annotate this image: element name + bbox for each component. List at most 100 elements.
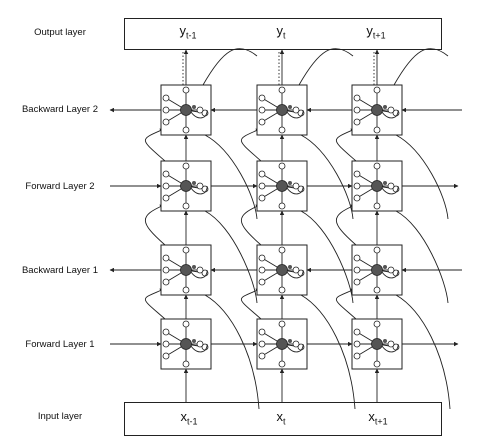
- gate-node: [258, 266, 266, 274]
- gate-node: [353, 340, 361, 348]
- skip-arc-left-b1-2: [336, 204, 357, 246]
- lstm-cell-backward1-1: [256, 244, 308, 296]
- gate-node: [353, 352, 361, 360]
- gate-node: [258, 118, 266, 126]
- skip-arc-left-f2-0: [145, 128, 166, 162]
- forward-layer-2-label: Forward Layer 2: [25, 181, 95, 192]
- skip-arc-right-f2-2: [395, 210, 449, 304]
- memory-node: [180, 338, 192, 350]
- gate-node: [278, 286, 286, 294]
- lstm-cell-forward2-1: [256, 160, 308, 212]
- cell-loop: [190, 185, 208, 195]
- gate-node: [292, 340, 300, 348]
- output-layer-box: [124, 18, 442, 50]
- peephole-node: [192, 105, 196, 109]
- lstm-cell-forward2-0: [160, 160, 212, 212]
- gate-node: [196, 266, 204, 274]
- peephole-node: [383, 339, 387, 343]
- gate-node: [162, 340, 170, 348]
- gate-node: [258, 106, 266, 114]
- cell-loop: [286, 109, 304, 119]
- peephole-node: [288, 181, 292, 185]
- skip-arc-right-b2-0: [204, 134, 258, 220]
- gate-node: [258, 182, 266, 190]
- skip-arc-left-f2-1: [241, 128, 262, 162]
- gate-node: [353, 182, 361, 190]
- gate-node: [258, 254, 266, 262]
- backward-layer-1-label: Backward Layer 1: [21, 265, 99, 276]
- peephole-node: [192, 181, 196, 185]
- peephole-node: [288, 339, 292, 343]
- memory-node: [276, 338, 288, 350]
- lstm-cell-forward1-2: [351, 318, 403, 370]
- gate-node: [292, 266, 300, 274]
- output-layer-label: Output layer: [34, 27, 86, 38]
- output-symbol-0: yt-1: [179, 23, 197, 41]
- skip-arc-left-f1-0: [145, 288, 166, 320]
- gate-node: [373, 86, 381, 94]
- output-arc-0: [202, 48, 258, 86]
- skip-arc-left-b1-1: [241, 204, 262, 246]
- forward-layer-1-label: Forward Layer 1: [25, 339, 95, 350]
- peephole-node: [288, 265, 292, 269]
- gate-node: [387, 340, 395, 348]
- gate-node: [387, 106, 395, 114]
- output-symbol-1: yt: [276, 23, 286, 41]
- gate-node: [162, 194, 170, 202]
- gate-node: [373, 202, 381, 210]
- peephole-node: [383, 265, 387, 269]
- gate-node: [373, 360, 381, 368]
- gate-node: [196, 340, 204, 348]
- gate-node: [353, 266, 361, 274]
- gate-node: [162, 170, 170, 178]
- gate-node: [258, 194, 266, 202]
- gate-node: [182, 126, 190, 134]
- gate-node: [162, 352, 170, 360]
- input-symbol-0: xt-1: [180, 409, 198, 427]
- gate-node: [353, 94, 361, 102]
- gate-node: [373, 126, 381, 134]
- cell-loop: [381, 185, 399, 195]
- gate-node: [258, 170, 266, 178]
- skip-arc-left-f1-2: [336, 288, 357, 320]
- gate-node: [182, 360, 190, 368]
- memory-node: [371, 180, 383, 192]
- cell-loop: [190, 269, 208, 279]
- gate-node: [353, 278, 361, 286]
- gate-node: [373, 286, 381, 294]
- gate-node: [162, 182, 170, 190]
- lstm-cell-backward1-2: [351, 244, 403, 296]
- skip-arc-right-f2-0: [204, 210, 258, 304]
- gate-node: [258, 328, 266, 336]
- lstm-cell-backward2-0: [160, 84, 212, 136]
- cell-loop: [286, 269, 304, 279]
- memory-node: [276, 180, 288, 192]
- gate-node: [278, 246, 286, 254]
- gate-node: [292, 182, 300, 190]
- peephole-node: [192, 265, 196, 269]
- gate-node: [278, 320, 286, 328]
- memory-node: [180, 104, 192, 116]
- input-layer-label: Input layer: [37, 411, 83, 422]
- gate-node: [258, 94, 266, 102]
- lstm-cell-backward2-1: [256, 84, 308, 136]
- skip-arc-right-b2-1: [300, 134, 354, 220]
- input-symbol-1: xt: [276, 409, 286, 427]
- gate-node: [182, 246, 190, 254]
- gate-node: [292, 106, 300, 114]
- gate-node: [162, 328, 170, 336]
- peephole-node: [192, 339, 196, 343]
- gate-node: [258, 340, 266, 348]
- gate-node: [162, 118, 170, 126]
- input-symbol-2: xt+1: [368, 409, 388, 427]
- skip-arc-left-b1-0: [145, 204, 166, 246]
- gate-node: [162, 278, 170, 286]
- gate-node: [182, 286, 190, 294]
- memory-node: [276, 104, 288, 116]
- gate-node: [353, 118, 361, 126]
- output-arc-1: [298, 48, 354, 86]
- cell-loop: [381, 343, 399, 353]
- gate-node: [353, 170, 361, 178]
- input-layer-box: [124, 402, 442, 436]
